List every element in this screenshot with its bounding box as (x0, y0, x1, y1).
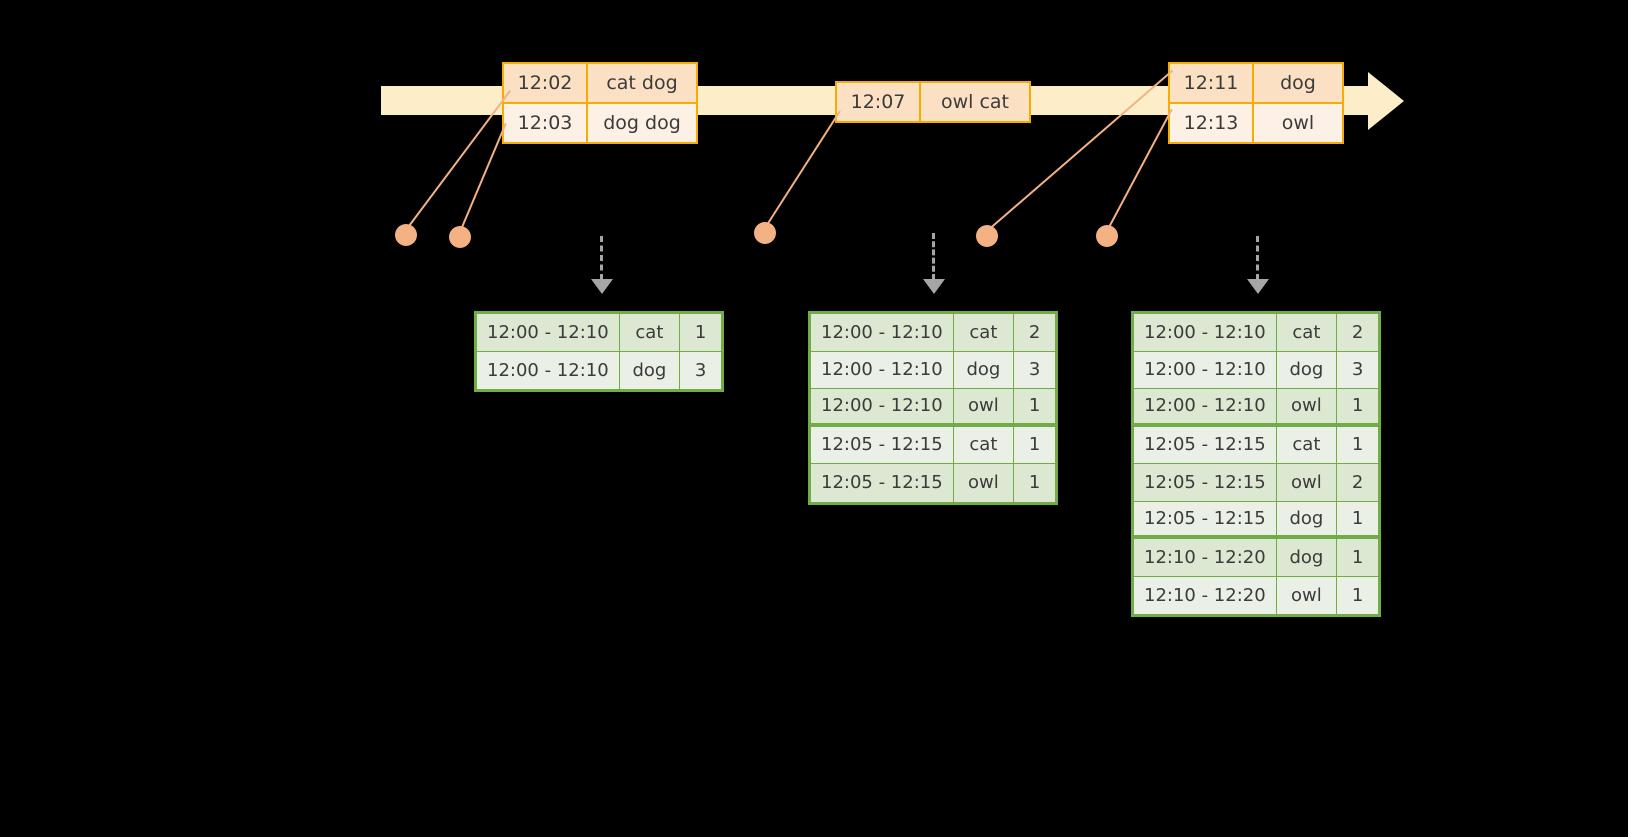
event-group-2[interactable]: 12:07 owl cat (835, 81, 1031, 123)
cell-key: dog (1276, 539, 1338, 577)
event-group-3[interactable]: 12:11 dog 12:13 owl (1168, 62, 1344, 144)
cell-key: dog (1276, 351, 1338, 389)
dashed-arrow-1-head-icon (591, 279, 613, 294)
cell-count: 1 (1337, 576, 1378, 614)
cell-count: 2 (1337, 464, 1378, 502)
dashed-arrow-2 (932, 233, 935, 280)
cell-count: 1 (1014, 389, 1055, 427)
cell-key: dog (619, 351, 681, 389)
event-row[interactable]: 12:02 cat dog (504, 64, 696, 102)
event-row[interactable]: 12:07 owl cat (837, 83, 1029, 121)
cell-count: 1 (1337, 426, 1378, 464)
cell-window: 12:00 - 12:10 (1134, 351, 1277, 389)
cell-count: 3 (680, 351, 721, 389)
cell-key: owl (1276, 576, 1338, 614)
dashed-arrow-2-head-icon (923, 279, 945, 294)
cell-window: 12:00 - 12:10 (811, 314, 954, 352)
cell-key: owl (1276, 389, 1338, 427)
event-time: 12:11 (1170, 64, 1254, 102)
event-value: cat dog (588, 64, 696, 102)
connector-line-2 (459, 122, 507, 233)
cell-count: 1 (1014, 464, 1055, 502)
cell-key: dog (953, 351, 1015, 389)
cell-count: 3 (1337, 351, 1378, 389)
cell-key: cat (1276, 426, 1338, 464)
cell-count: 1 (1337, 389, 1378, 427)
event-time: 12:03 (504, 104, 588, 142)
event-value: dog (1254, 64, 1342, 102)
connector-line-3 (764, 110, 841, 229)
cell-window: 12:05 - 12:15 (1134, 426, 1277, 464)
cell-key: owl (953, 464, 1015, 502)
cell-count: 2 (1014, 314, 1055, 352)
cell-count: 1 (1337, 501, 1378, 539)
event-value: dog dog (588, 104, 696, 142)
event-time: 12:07 (837, 83, 921, 121)
cell-window: 12:10 - 12:20 (1134, 576, 1277, 614)
cell-window: 12:00 - 12:10 (1134, 389, 1277, 427)
cell-window: 12:05 - 12:15 (1134, 464, 1277, 502)
cell-key: owl (953, 389, 1015, 427)
event-value: owl (1254, 104, 1342, 142)
cell-window: 12:00 - 12:10 (811, 351, 954, 389)
event-group-1[interactable]: 12:02 cat dog 12:03 dog dog (502, 62, 698, 144)
event-row[interactable]: 12:11 dog (1170, 64, 1342, 102)
connector-dot-2 (449, 226, 471, 248)
event-time: 12:02 (504, 64, 588, 102)
cell-window: 12:05 - 12:15 (811, 426, 954, 464)
cell-window: 12:10 - 12:20 (1134, 539, 1277, 577)
connector-line-5 (1106, 108, 1173, 232)
event-row[interactable]: 12:13 owl (1170, 102, 1342, 142)
dashed-arrow-3-head-icon (1247, 279, 1269, 294)
cell-window: 12:00 - 12:10 (477, 314, 620, 352)
connector-dot-4 (976, 225, 998, 247)
cell-window: 12:00 - 12:10 (1134, 314, 1277, 352)
cell-window: 12:00 - 12:10 (811, 389, 954, 427)
cell-key: dog (1276, 501, 1338, 539)
cell-window: 12:05 - 12:15 (1134, 501, 1277, 539)
event-time: 12:13 (1170, 104, 1254, 142)
cell-key: cat (953, 314, 1015, 352)
dashed-arrow-3 (1256, 236, 1259, 280)
cell-key: cat (953, 426, 1015, 464)
cell-key: cat (1276, 314, 1338, 352)
connector-dot-5 (1096, 225, 1118, 247)
cell-count: 2 (1337, 314, 1378, 352)
cell-key: cat (619, 314, 681, 352)
cell-count: 1 (680, 314, 721, 352)
timeline-arrowhead-icon (1368, 72, 1404, 130)
cell-count: 1 (1014, 426, 1055, 464)
cell-count: 1 (1337, 539, 1378, 577)
connector-dot-3 (754, 222, 776, 244)
event-row[interactable]: 12:03 dog dog (504, 102, 696, 142)
cell-key: owl (1276, 464, 1338, 502)
cell-window: 12:05 - 12:15 (811, 464, 954, 502)
dashed-arrow-1 (600, 236, 603, 280)
cell-count: 3 (1014, 351, 1055, 389)
cell-window: 12:00 - 12:10 (477, 351, 620, 389)
connector-dot-1 (395, 224, 417, 246)
event-value: owl cat (921, 83, 1029, 121)
